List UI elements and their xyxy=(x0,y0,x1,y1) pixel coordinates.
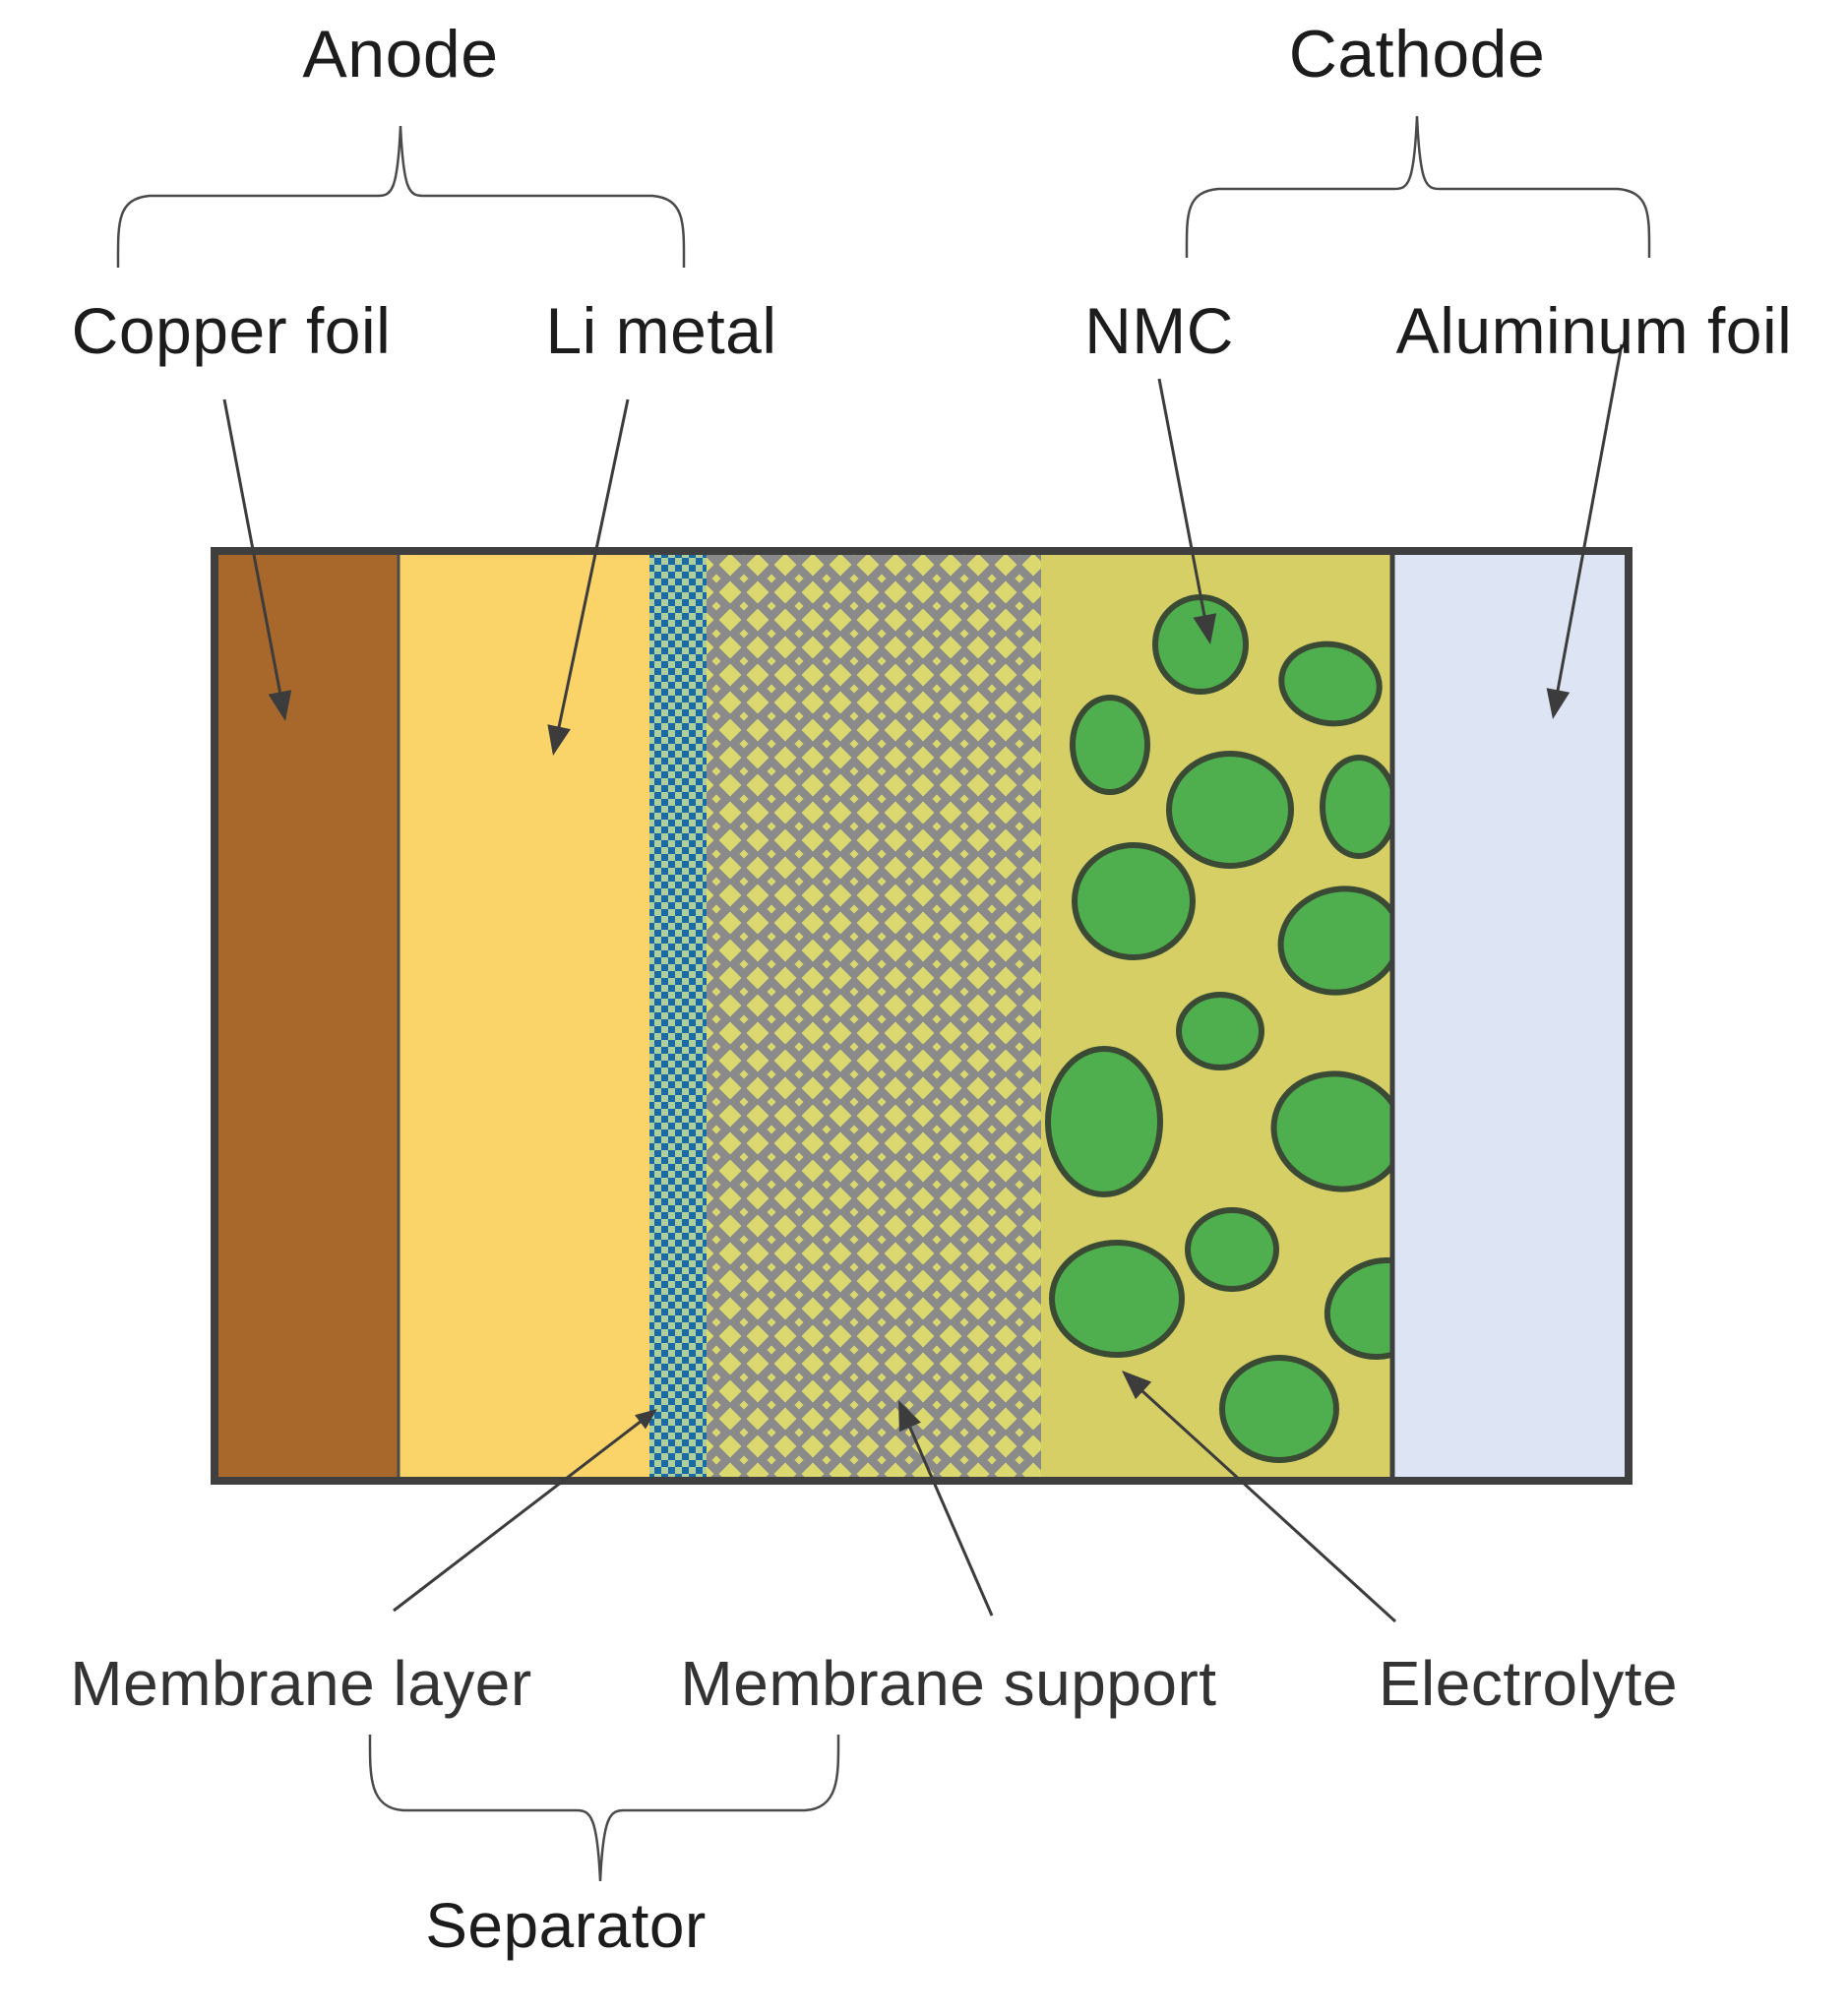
nmc-particle xyxy=(1049,1240,1185,1358)
nmc-particle xyxy=(1324,1256,1392,1361)
cathode-brace xyxy=(1185,115,1651,259)
layer-copper-foil xyxy=(215,551,399,1481)
membrane-support-arrow xyxy=(898,1400,994,1617)
nmc-particle xyxy=(1152,594,1249,695)
nmc-particle xyxy=(1070,695,1150,795)
layer-aluminum-foil xyxy=(1392,551,1629,1481)
membrane-support-label: Membrane support xyxy=(680,1648,1217,1719)
cell-outline xyxy=(211,547,1632,1485)
aluminum-foil-label: Aluminum foil xyxy=(1395,294,1793,367)
anode-label: Anode xyxy=(302,17,499,92)
li-metal-label: Li metal xyxy=(545,294,777,367)
layer-membrane-support xyxy=(707,551,1041,1481)
cell-stack xyxy=(211,547,1632,1485)
nmc-arrow xyxy=(1157,378,1217,644)
nmc-particle xyxy=(1185,1207,1279,1292)
copper-foil-arrow xyxy=(222,398,292,721)
nmc-particle xyxy=(1045,1046,1163,1197)
layer-li-metal xyxy=(399,551,649,1481)
copper-foil-label: Copper foil xyxy=(71,294,392,367)
nmc-particle xyxy=(1270,1070,1392,1192)
electrolyte-label: Electrolyte xyxy=(1378,1648,1679,1719)
nmc-particle xyxy=(1166,751,1294,869)
anode-brace xyxy=(116,125,686,269)
nmc-particle xyxy=(1278,641,1383,727)
nmc-particles xyxy=(1045,594,1392,1463)
separator-label: Separator xyxy=(425,1890,707,1961)
cathode-label: Cathode xyxy=(1288,17,1546,92)
li-metal-arrow xyxy=(547,398,630,756)
nmc-label: NMC xyxy=(1084,294,1234,367)
membrane-layer-label: Membrane layer xyxy=(70,1648,532,1719)
nmc-particle xyxy=(1219,1355,1339,1463)
separator-brace xyxy=(368,1734,840,1882)
electrolyte-arrow xyxy=(1122,1371,1397,1623)
layer-membrane xyxy=(649,551,707,1481)
braces xyxy=(116,115,1651,1882)
annotation-arrows xyxy=(222,343,1624,1623)
nmc-particle xyxy=(1072,842,1196,960)
nmc-particle xyxy=(1277,885,1392,996)
nmc-particle xyxy=(1320,755,1392,859)
nmc-particle xyxy=(1176,992,1264,1070)
aluminum-foil-arrow xyxy=(1546,343,1624,719)
membrane-layer-arrow xyxy=(393,1409,657,1613)
